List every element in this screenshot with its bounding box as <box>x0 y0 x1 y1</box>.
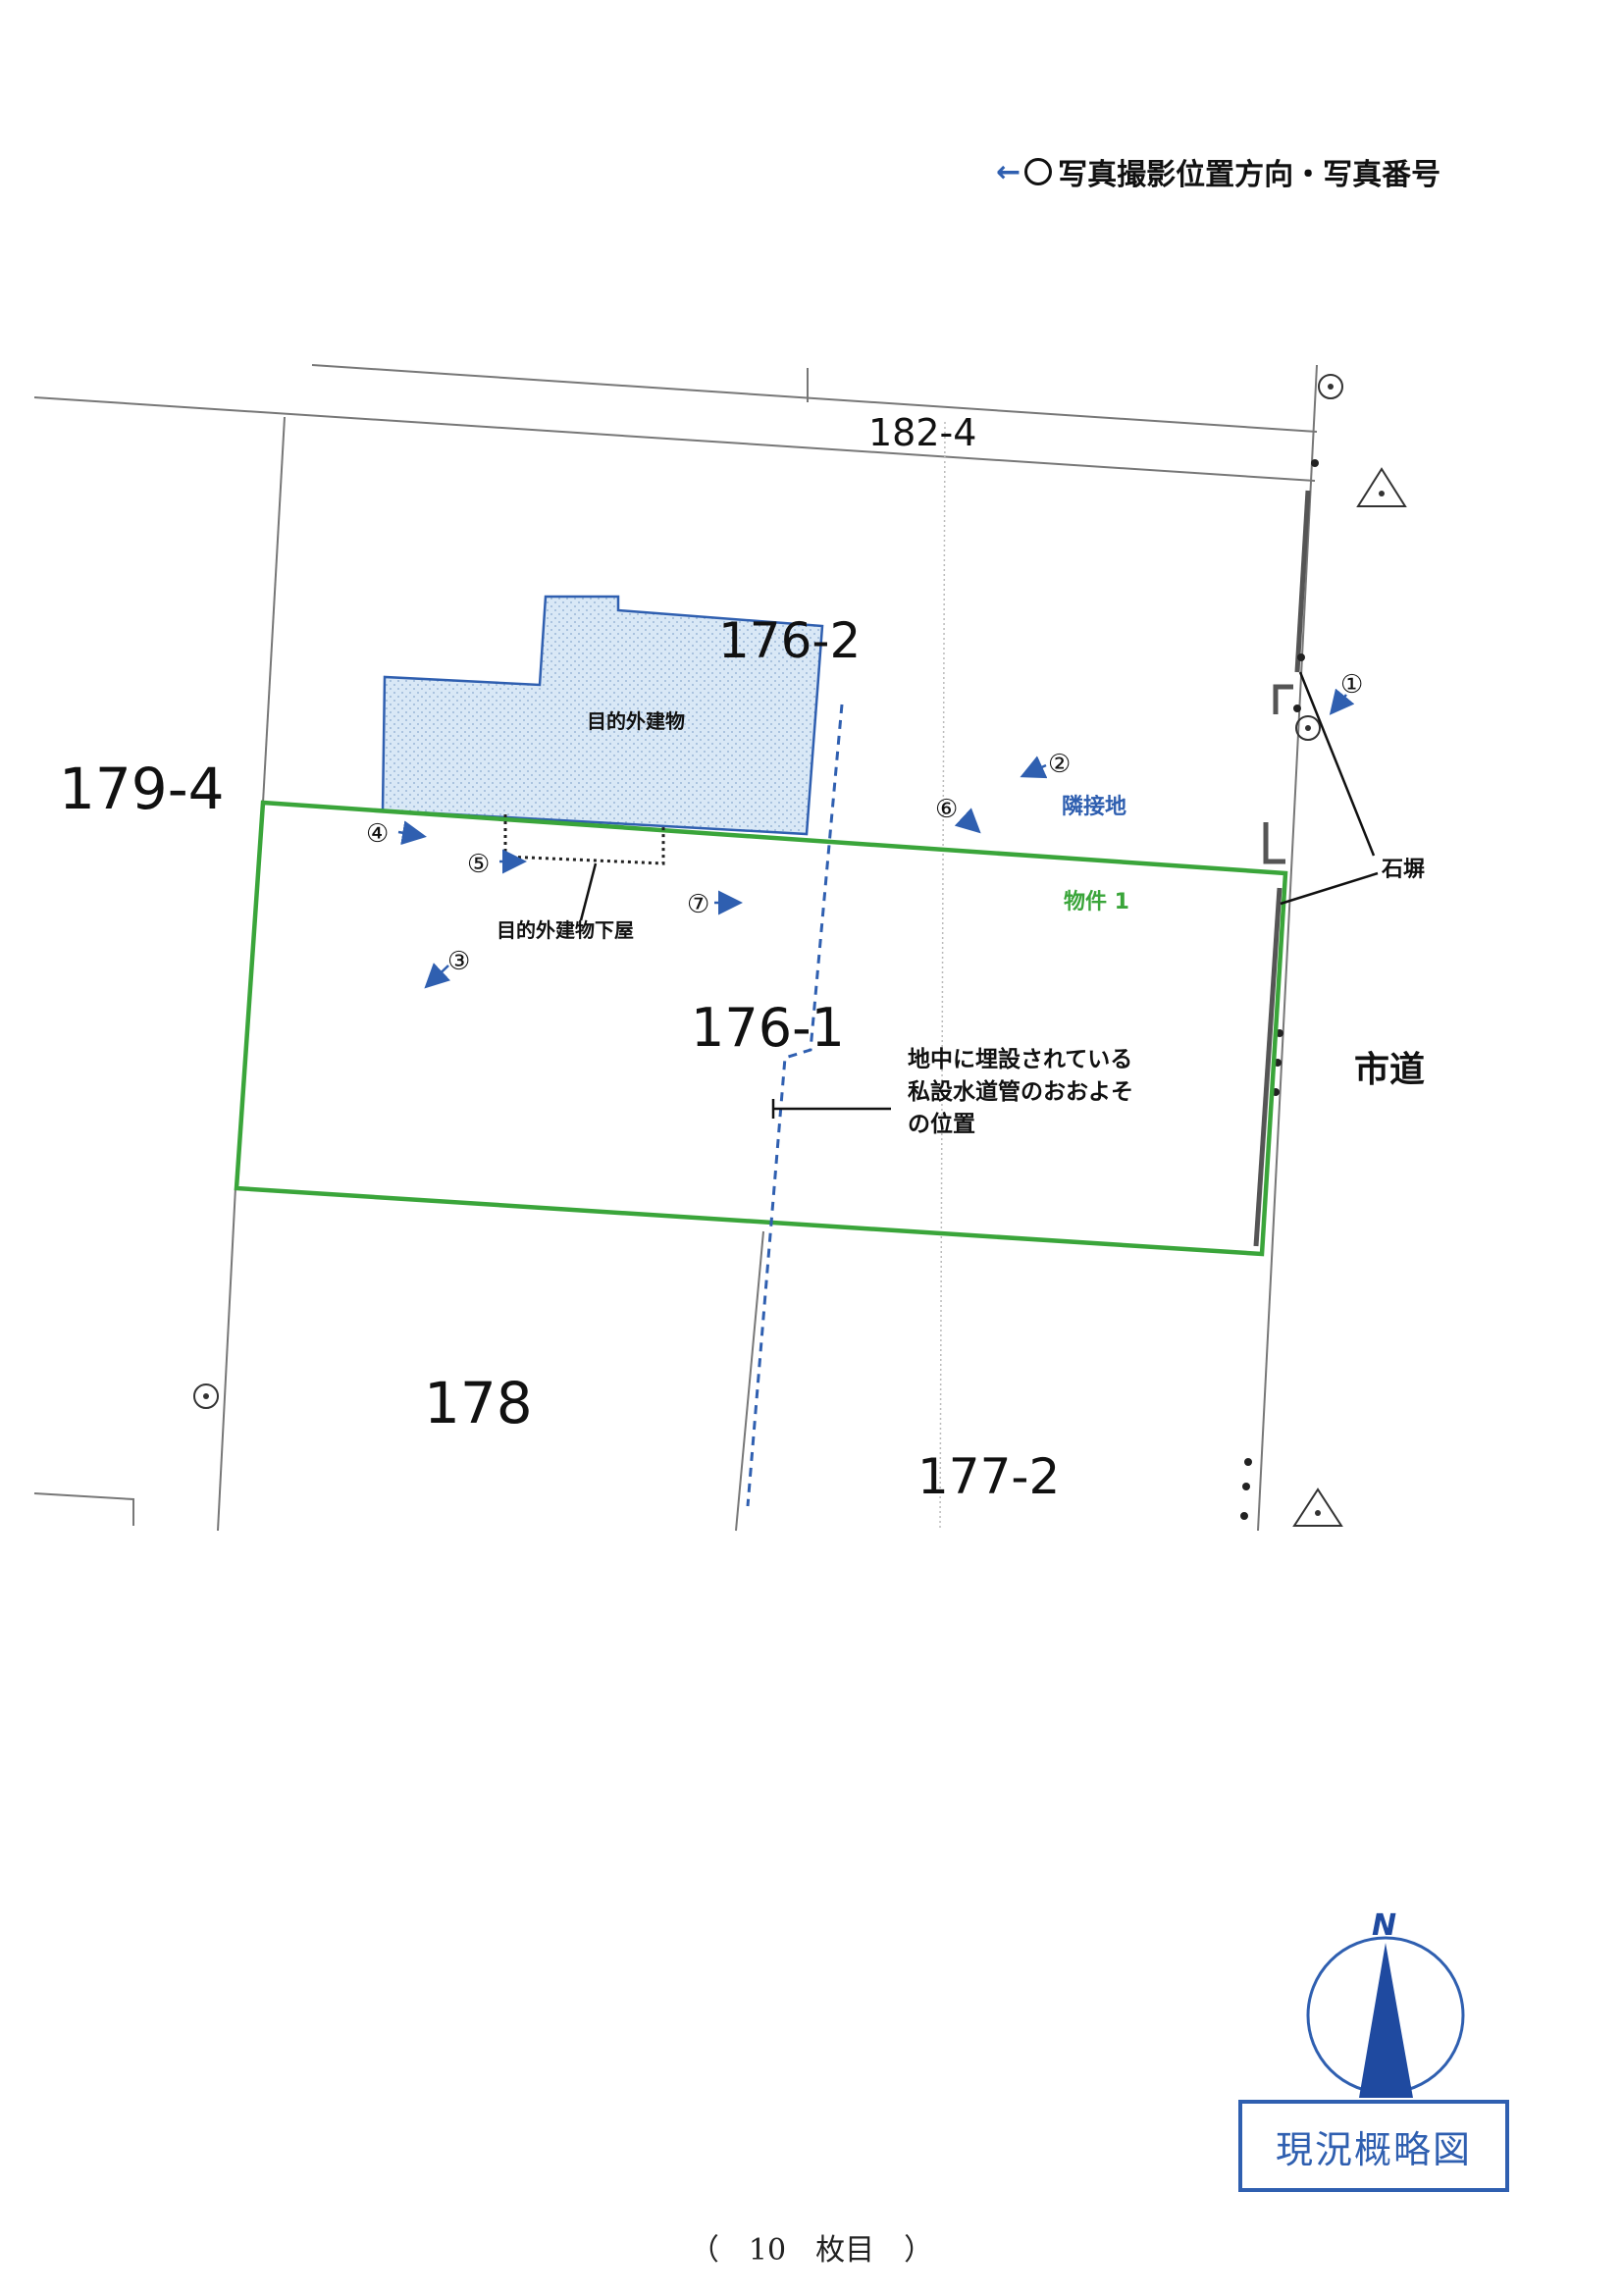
grid-line <box>939 421 946 1532</box>
photo-6-label: ⑥ <box>935 795 958 824</box>
water-pipe-path <box>746 704 844 1507</box>
circle-icon <box>1024 158 1053 185</box>
pipe-label-line-3: の位置 <box>908 1111 975 1137</box>
property-1-label: 物件 1 <box>1064 889 1129 914</box>
parcel-176-1: 176-1 <box>691 997 845 1059</box>
parcel-178: 178 <box>424 1370 533 1436</box>
legend-text: 写真撮影位置方向・写真番号 <box>1058 158 1441 192</box>
under-building-outline <box>503 814 665 865</box>
stone-wall-label: 石塀 <box>1381 858 1425 882</box>
under-building-label: 目的外建物下屋 <box>497 918 634 942</box>
property-1-outline <box>234 800 1288 1257</box>
parcel-182-4: 182-4 <box>868 411 976 454</box>
leader-lines <box>579 671 1379 1119</box>
north-label: N <box>1372 1908 1396 1943</box>
non-target-building <box>381 595 824 836</box>
map-title-box: 現況概略図 <box>1238 2100 1509 2192</box>
parcel-179-4: 179-4 <box>59 756 225 822</box>
parcel-176-2: 176-2 <box>718 612 861 669</box>
photo-7-label: ⑦ <box>687 890 709 919</box>
parcel-boundaries <box>33 364 1318 1532</box>
building-label: 目的外建物 <box>587 709 685 733</box>
stone-wall <box>1253 490 1311 1247</box>
map-title: 現況概略図 <box>1275 2127 1472 2171</box>
survey-point-centers <box>203 384 1334 1399</box>
triangle-centers <box>1315 491 1385 1516</box>
photo-1-label: ① <box>1340 670 1363 700</box>
triangle-markers <box>1292 467 1407 1527</box>
pipe-label-line-2: 私設水道管のおおよそ <box>908 1078 1133 1105</box>
photo-legend: ← 写真撮影位置方向・写真番号 <box>996 150 1440 193</box>
photo-2-label: ② <box>1048 750 1071 779</box>
photo-4-label: ④ <box>366 819 389 849</box>
page-number: （ 10 枚目 ） <box>689 2233 934 2268</box>
photo-3-label: ③ <box>447 947 470 976</box>
photo-5-label: ⑤ <box>467 850 490 879</box>
pipe-label-line-1: 地中に埋設されている <box>908 1046 1132 1072</box>
survey-point-markers <box>193 374 1343 1409</box>
neighbor-label: 隣接地 <box>1062 795 1126 819</box>
photo-direction-arrows <box>397 688 1355 989</box>
north-arrow-icon <box>1359 1943 1413 2098</box>
city-road-label: 市道 <box>1354 1050 1425 1090</box>
parcel-177-2: 177-2 <box>917 1448 1060 1505</box>
north-compass: N <box>1306 1908 1465 2098</box>
left-arrow-icon: ← <box>996 154 1021 189</box>
